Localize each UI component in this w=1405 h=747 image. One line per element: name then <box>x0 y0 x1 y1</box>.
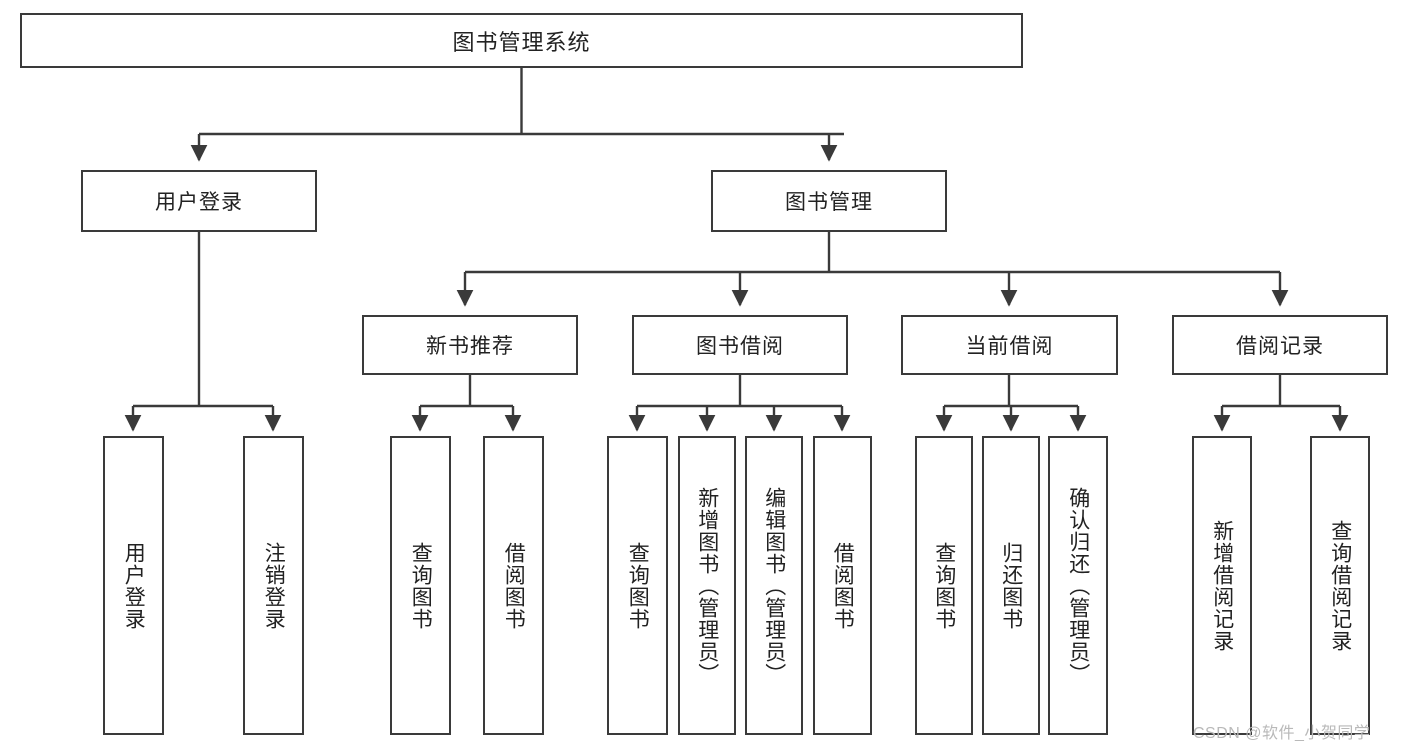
leaf-label: 确认归还（管理员） <box>1066 486 1090 685</box>
node-leaf-2[interactable]: 查询图书 <box>390 436 451 735</box>
node-level2-0[interactable]: 用户登录 <box>81 170 317 232</box>
node-leaf-4[interactable]: 查询图书 <box>607 436 668 735</box>
leaf-label: 新增图书（管理员） <box>695 486 719 685</box>
leaf-label: 查询图书 <box>409 541 433 630</box>
leaf-label: 归还图书 <box>999 541 1023 630</box>
node-leaf-0[interactable]: 用户登录 <box>103 436 164 735</box>
node-leaf-9[interactable]: 归还图书 <box>982 436 1040 735</box>
node-leaf-11[interactable]: 新增借阅记录 <box>1192 436 1252 735</box>
node-level3-0[interactable]: 新书推荐 <box>362 315 578 375</box>
leaf-label: 注销登录 <box>262 541 286 630</box>
node-level2-1[interactable]: 图书管理 <box>711 170 947 232</box>
node-leaf-12[interactable]: 查询借阅记录 <box>1310 436 1370 735</box>
leaf-label: 查询图书 <box>626 541 650 630</box>
node-root[interactable]: 图书管理系统 <box>20 13 1023 68</box>
leaf-label: 新增借阅记录 <box>1210 519 1234 652</box>
leaf-label: 借阅图书 <box>502 541 526 630</box>
leaf-label: 编辑图书（管理员） <box>762 486 786 685</box>
node-leaf-8[interactable]: 查询图书 <box>915 436 973 735</box>
leaf-label: 查询图书 <box>932 541 956 630</box>
leaf-label: 查询借阅记录 <box>1328 519 1352 652</box>
node-level3-2[interactable]: 当前借阅 <box>901 315 1118 375</box>
node-leaf-1[interactable]: 注销登录 <box>243 436 304 735</box>
node-leaf-10[interactable]: 确认归还（管理员） <box>1048 436 1108 735</box>
leaf-label: 借阅图书 <box>831 541 855 630</box>
leaf-label: 用户登录 <box>122 541 146 630</box>
node-leaf-5[interactable]: 新增图书（管理员） <box>678 436 736 735</box>
node-level3-1[interactable]: 图书借阅 <box>632 315 848 375</box>
csdn-watermark: CSDN @软件_小贺同学 <box>1193 725 1371 742</box>
node-leaf-7[interactable]: 借阅图书 <box>813 436 872 735</box>
node-level3-3[interactable]: 借阅记录 <box>1172 315 1388 375</box>
node-leaf-3[interactable]: 借阅图书 <box>483 436 544 735</box>
node-leaf-6[interactable]: 编辑图书（管理员） <box>745 436 803 735</box>
